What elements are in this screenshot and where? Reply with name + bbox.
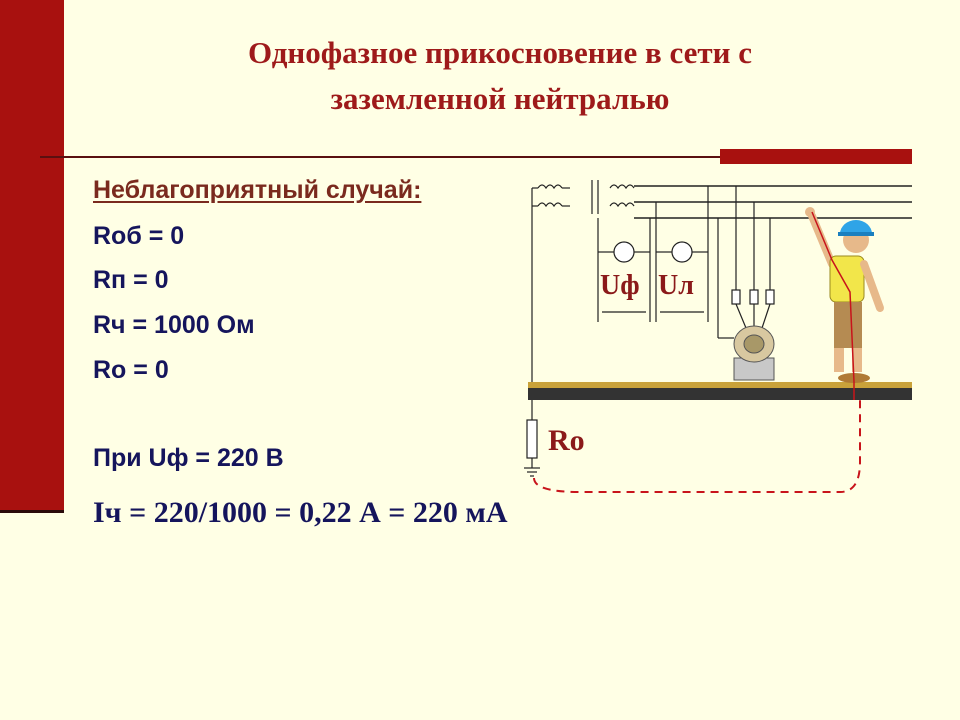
person-figure xyxy=(805,207,884,383)
param-ro: Rо = 0 xyxy=(93,356,169,384)
label-ul: Uл xyxy=(658,270,694,301)
voltmeter-uf xyxy=(597,218,651,322)
param-rch: Rч = 1000 Ом xyxy=(93,311,255,339)
left-bar-divider xyxy=(0,510,64,513)
case-subtitle: Неблагоприятный случай: xyxy=(93,176,422,204)
floor-base xyxy=(528,388,912,400)
current-formula: Iч = 220/1000 = 0,22 А = 220 мА xyxy=(93,496,508,529)
slide-title-line-1: Однофазное прикосновение в сети с xyxy=(247,35,752,70)
current-return-path xyxy=(533,400,861,493)
transformer-windings xyxy=(531,180,635,457)
left-accent-bar xyxy=(0,0,64,512)
current-path-body xyxy=(811,211,855,400)
param-rob: Rоб = 0 xyxy=(93,222,185,250)
title-rule xyxy=(40,156,724,158)
param-rp: Rп = 0 xyxy=(93,266,169,294)
voltmeter-ul xyxy=(655,186,709,322)
label-uf: Uф xyxy=(600,270,640,301)
phase-lines xyxy=(634,185,912,219)
motor xyxy=(733,325,775,381)
param-uf: При Uф = 220 В xyxy=(93,444,284,472)
floor-surface xyxy=(528,382,912,388)
slide-title: Однофазное прикосновение в сети с заземл… xyxy=(90,30,910,122)
title-rule-accent xyxy=(720,149,912,164)
motor-branch xyxy=(717,186,775,339)
circuit-diagram: Uф Uл xyxy=(524,180,912,493)
slide-title-line-2: заземленной нейтралью xyxy=(330,81,670,116)
label-ro: Rо xyxy=(548,424,585,457)
ground-resistor xyxy=(524,419,540,477)
